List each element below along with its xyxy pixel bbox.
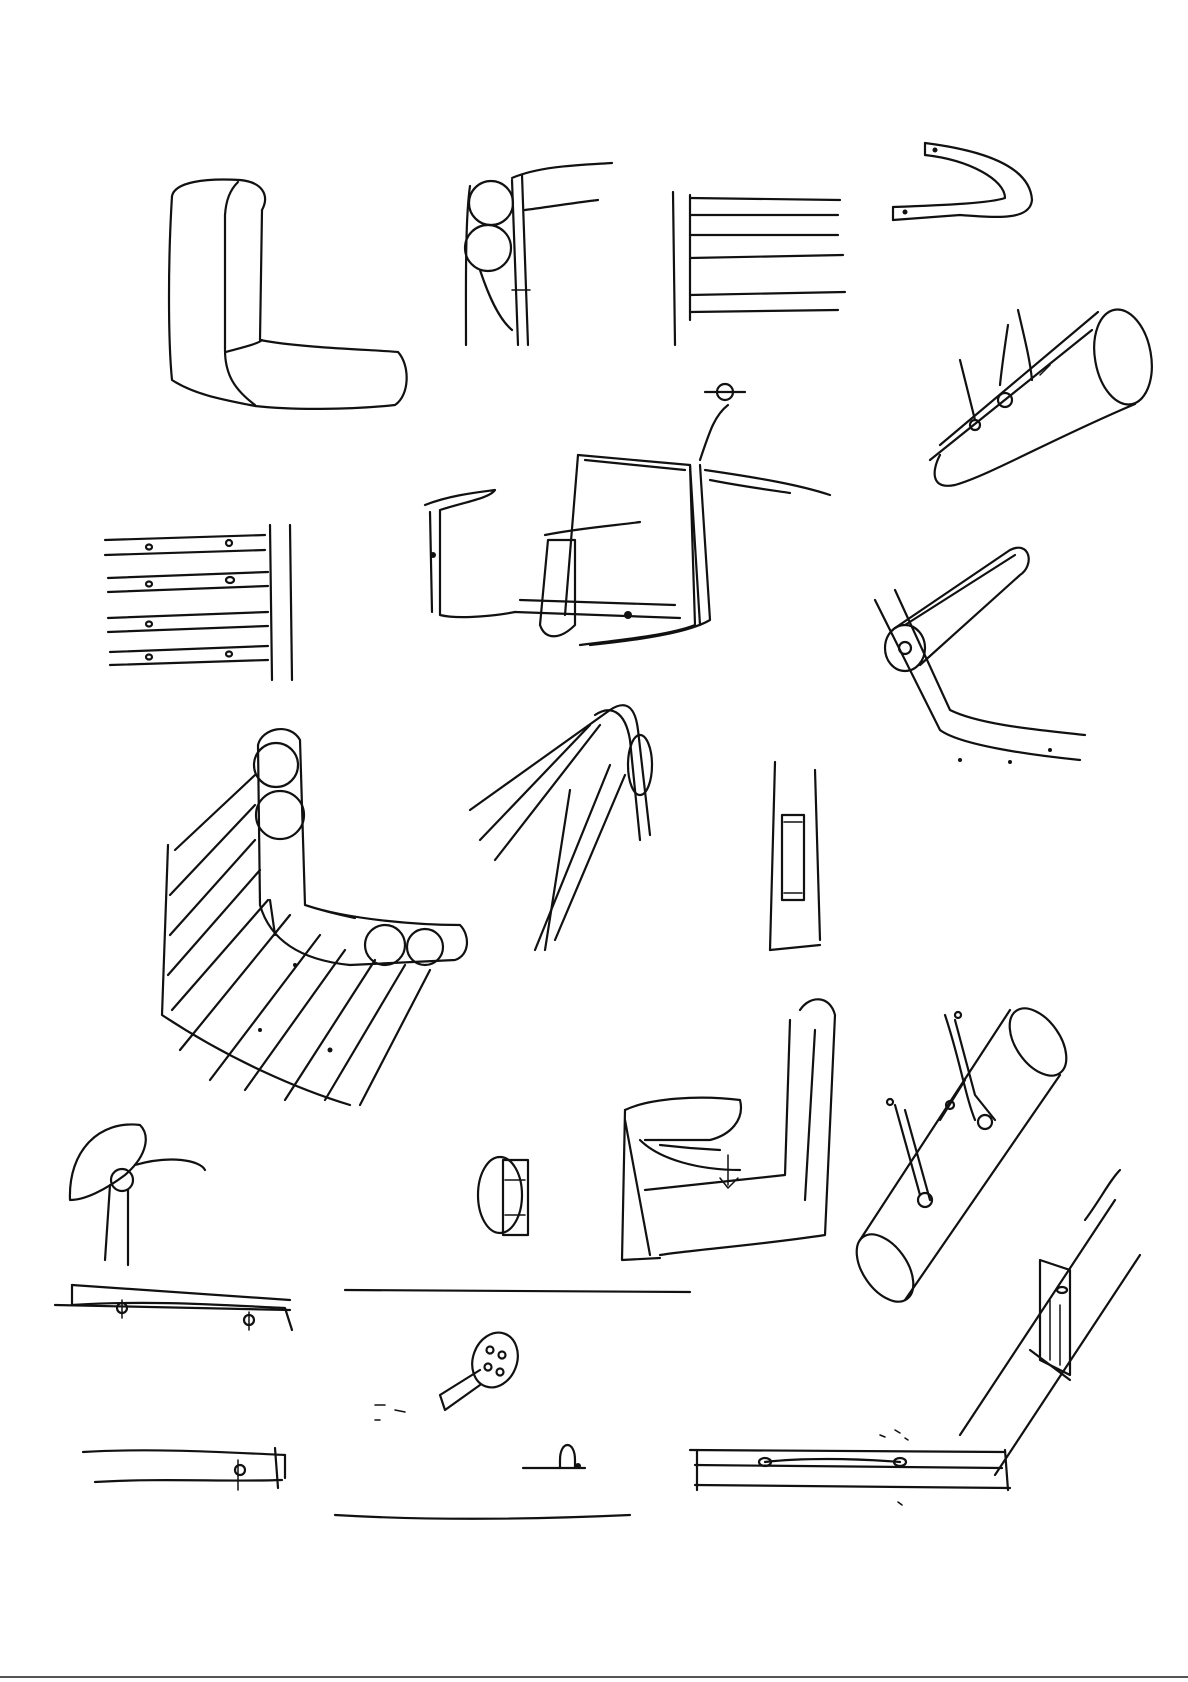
cushion-corner-perspective-sketch — [468, 704, 654, 952]
u-bent-tube-sketch — [891, 141, 1034, 222]
l-seat-with-slats-sketch — [160, 727, 468, 1107]
half-round-cap-sketch — [68, 1123, 207, 1267]
bottom-edge-line — [0, 1676, 1188, 1678]
l-shaped-cushion-sketch — [167, 178, 408, 410]
disc-bracket-sketch — [333, 1288, 692, 1520]
stacked-cushion-profile-sketch — [463, 161, 614, 347]
round-clip-detail-sketch — [476, 1155, 530, 1237]
tube-on-bent-strap-sketch — [873, 546, 1087, 764]
vertical-post-bracket-sketch — [958, 1168, 1142, 1477]
slat-frame-detail-sketch — [671, 190, 847, 347]
rail-with-knobs-sketch — [53, 1283, 294, 1332]
bolted-slats-sketch — [103, 523, 294, 682]
armchair-frame-perspective-sketch — [423, 382, 832, 647]
rail-with-pin-sketch — [81, 1446, 287, 1491]
strapped-tube-sketch — [855, 1007, 1068, 1303]
long-bar-with-rod-sketch — [688, 1429, 1012, 1506]
strap-buckle-detail-sketch — [768, 760, 822, 952]
upholstered-armchair-sketch — [620, 998, 837, 1262]
bolster-with-straps-sketch — [928, 308, 1153, 487]
small-peg-sketch — [521, 1443, 587, 1470]
